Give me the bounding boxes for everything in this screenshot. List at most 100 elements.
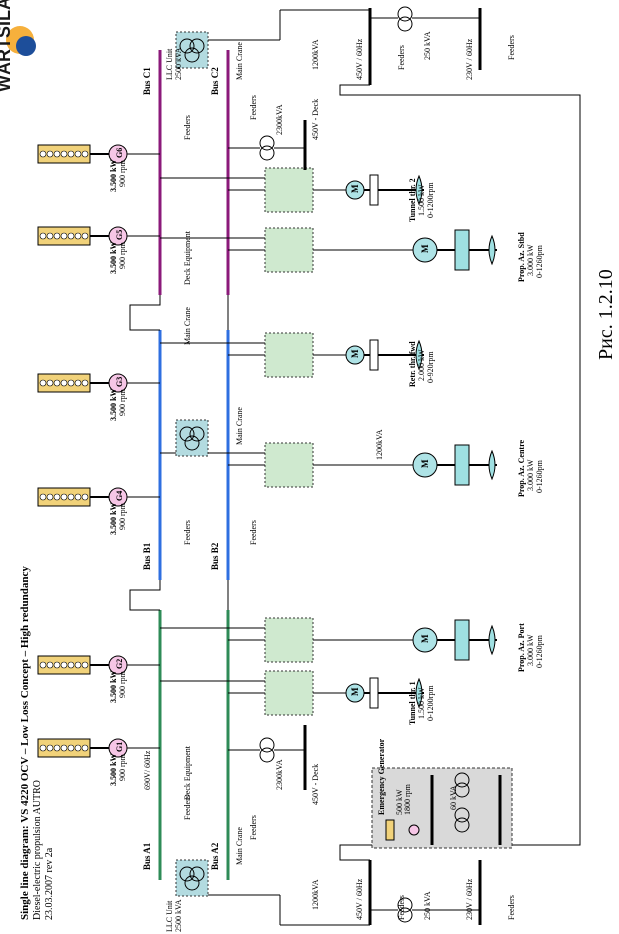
emergency-rpm: 1800 rpm [403,783,412,815]
converter-icon [264,332,314,378]
propeller-blade-icon [488,234,496,266]
generator-rpm: 900 rpm [118,388,127,416]
generator-power: 3.500 kW [109,160,118,192]
cylinder-icon [46,150,54,158]
cylinder-icon [74,150,82,158]
converter-icon [264,617,314,663]
cylinder-icon [39,150,47,158]
propeller-unit-icon [369,339,379,371]
generator-label: G3 [115,377,124,387]
generator-label: G1 [115,742,124,752]
emergency-label: Emergency Generator [377,738,386,815]
thruster-name: Prop. Az. Centre [517,440,526,497]
converter-icon [264,167,314,213]
thruster-name: Retr. thr. fwd [408,341,417,387]
thruster-name: Prop. Az. Port [517,623,526,672]
header-title: Single line diagram: VS 4220 OCV – Low L… [19,566,31,920]
main-crane-b2: Main Crane [235,407,244,445]
bus-a2-label: Bus A2 [210,842,220,870]
header-date: 23.03.2007 rev 2a [44,847,55,920]
cylinder-icon [67,379,75,387]
cylinder-icon [53,661,61,669]
cylinder-icon [74,493,82,501]
llc-kva-label-top: 2500 kVA [174,47,183,80]
kva-250-top: 250 kVA [423,31,432,60]
llc-unit-label-bottom: LLC Unit [165,900,174,932]
kva-250-bottom: 250 kVA [423,891,432,920]
feeders-b1: Feeders [183,520,192,545]
propeller-blade-icon [488,449,496,481]
thruster-rpm: 0-1260pm [535,634,544,668]
thruster-power: 2.000 kW [417,349,426,381]
cylinder-icon [67,493,75,501]
cylinder-icon [53,150,61,158]
thruster-rpm: 0-1260pm [535,244,544,278]
figure-caption: Рис. 1.2.10 [595,269,617,360]
logo-text: WÄRTSILÄ [0,0,14,92]
cylinder-icon [53,493,61,501]
propeller-unit-icon [454,229,470,271]
llc-unit-top [175,31,209,69]
cylinder-icon [60,232,68,240]
deck-transformer-top [228,120,307,170]
cylinder-icon [39,661,47,669]
generator-rpm: 900 rpm [118,670,127,698]
thruster-power: 1.500 kW [417,184,426,216]
emergency-generator-box [371,767,513,849]
feeders-c1: Feeders [183,115,192,140]
motor-label: M [420,459,430,468]
emergency-kw: 500 kW [395,789,404,815]
generator-rpm: 900 rpm [118,159,127,187]
cylinder-icon [74,232,82,240]
buses [129,50,230,880]
generator-rpm: 900 rpm [118,502,127,530]
v230-top: 230V / 60Hz [465,38,474,80]
main-crane-b1: Main Crane [183,307,192,345]
motor-label: M [350,349,360,358]
cylinder-icon [53,379,61,387]
converter-icon [264,442,314,488]
thruster-rpm: 0-1200rpm [426,182,435,218]
feeders-230-bottom: Feeders [507,895,516,920]
cylinder-icon [53,744,61,752]
cylinder-icon [46,493,54,501]
feeders-230-top: Feeders [507,35,516,60]
deck-transformer-bottom [228,725,307,790]
generator-rpm: 900 rpm [118,753,127,781]
cylinder-icon [46,379,54,387]
cylinder-icon [39,493,47,501]
emergency-kva: 60 kVA [449,785,458,810]
propeller-unit-icon [369,677,379,709]
deck-equipment-a: Deck Equipment [183,745,192,800]
cylinder-icon [81,150,89,158]
deck-450-bottom: 450V - Deck [311,764,320,805]
cylinder-icon [67,150,75,158]
generator-power: 3.500 kW [109,503,118,535]
generator-power: 3.500 kW [109,754,118,786]
generator-label: G6 [115,148,124,158]
propeller-blade-icon [415,677,423,709]
kva-1200-bottom: 1200kVA [311,879,320,910]
generator-label: G2 [115,659,124,669]
thruster-rpm: 0-1260pm [535,459,544,493]
thruster-power: 3.000 kW [526,459,535,491]
kva-2300-bottom: 2300kVA [275,759,284,790]
cylinder-icon [60,379,68,387]
transformers [175,31,307,897]
cylinder-icon [53,232,61,240]
feeders-450-bottom: Feeders [397,895,406,920]
cylinder-icon [60,744,68,752]
bus-b1-label: Bus B1 [142,542,152,570]
feeders-a1: Feeders [183,795,192,820]
cylinder-icon [74,379,82,387]
